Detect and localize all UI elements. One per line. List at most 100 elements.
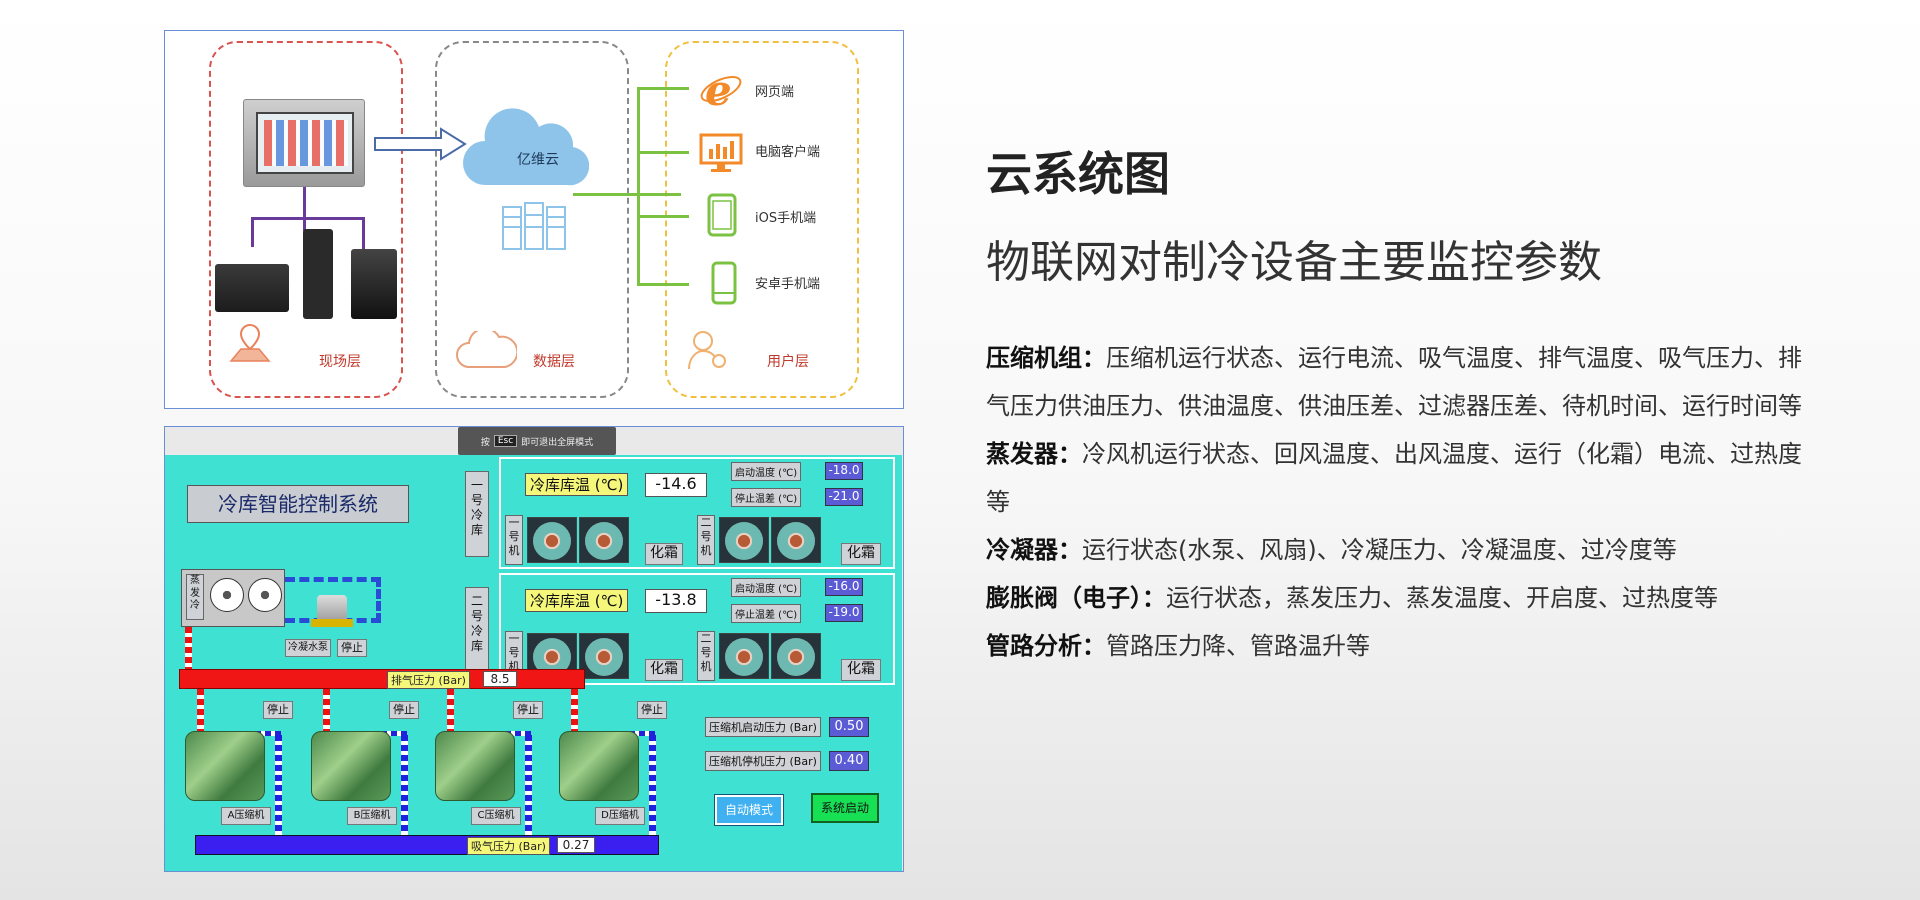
page-title: 云系统图 [986,147,1170,201]
user-layer-label: 用户层 [767,354,809,370]
param-text: 运行状态(水泵、风扇)、冷凝压力、冷凝温度、过冷度等 [1082,536,1677,564]
page-subtitle: 物联网对制冷设备主要监控参数 [986,237,1602,288]
suction-pressure-value: 0.27 [557,837,595,853]
param-text: 冷风机运行状态、回风温度、出风温度、运行（化霜）电流、过热度等 [986,440,1802,516]
compressor-stop-pressure-label: 压缩机停机压力 (Bar) [705,751,821,771]
compressor-a-stop-button[interactable]: 停止 [263,701,293,719]
connection-line [303,187,306,219]
discharge-header [179,669,585,689]
room-2-unit-2-label: 二号机 [697,631,715,681]
connection-line [303,217,306,231]
room-2-unit-2-text: 二号机 [700,632,712,673]
compressor-c-stop-button[interactable]: 停止 [513,701,543,719]
room-1-unit-2-text: 二号机 [700,516,712,557]
hmi-panel-image [243,99,365,187]
compressor-b [311,731,391,801]
compressor-c-label: C压缩机 [471,807,521,825]
connection-line [637,87,640,285]
cloud-outline-icon [456,331,517,368]
room-2-defrost-1-button[interactable]: 化霜 [645,659,683,681]
evaporative-condenser: 蒸发冷 [181,569,285,627]
map-pin-icon [229,323,271,362]
room-2-unit-1-text: 一号机 [508,632,520,673]
system-start-button[interactable]: 系统启动 [811,793,879,823]
auto-mode-button[interactable]: 自动模式 [715,795,783,825]
room-1-zone: 冷库库温 (℃) -14.6 启动温度 (℃) -18.0 停止温差 (℃) -… [499,457,895,569]
data-layer-box [435,41,629,398]
room-1-start-temp-label: 启动温度 (℃) [731,462,802,481]
param-heading: 压缩机组： [986,344,1106,372]
room-2-start-temp-value: -16.0 [825,578,863,596]
user-layer-box [665,41,859,398]
compressor-d-label: D压缩机 [595,807,645,825]
room-1-start-temp-value: -18.0 [825,462,863,480]
compressor-b-stop-button[interactable]: 停止 [389,701,419,719]
param-item-pipeline: 管路分析：管路压力降、管路温升等 [986,622,1806,670]
discharge-pressure-value: 8.5 [483,671,517,687]
param-text: 管路压力降、管路温升等 [1106,632,1370,660]
suction-pipe [629,731,655,736]
field-layer-box [209,41,403,398]
connection-line [573,193,681,196]
room-2-unit-1-label: 一号机 [505,631,523,681]
android-phone-icon [711,261,737,305]
room-2-defrost-2-button[interactable]: 化霜 [841,659,881,681]
room-2-temp-value: -13.8 [645,589,707,613]
evaporator-fan [579,633,629,679]
user-settings-icon [688,331,726,370]
param-item-expansion-valve: 膨胀阀（电子）：运行状态，蒸发压力、蒸发温度、开启度、过热度等 [986,574,1806,622]
room-1-temp-label: 冷库库温 (℃) [525,473,629,496]
monitoring-parameters-list: 压缩机组：压缩机运行状态、运行电流、吸气温度、排气温度、吸气压力、排气压力供油压… [986,334,1806,670]
tablet-icon [707,193,737,237]
inverter-image [351,249,397,319]
condenser-label-text: 蒸发冷 [190,575,200,611]
condenser-fan-icon [248,578,282,612]
suction-pipe [525,735,532,835]
room-2-name: 二号冷库 [470,594,483,653]
room-1-defrost-2-button[interactable]: 化霜 [841,543,881,565]
param-text: 压缩机运行状态、运行电流、吸气温度、排气温度、吸气压力、排气压力供油压力、供油温… [986,344,1802,420]
param-heading: 管路分析： [986,632,1106,660]
pump-stop-button[interactable]: 停止 [337,639,367,657]
client-label-android: 安卓手机端 [755,277,821,292]
servo-drive-image [303,229,333,319]
compressor-d-stop-button[interactable]: 停止 [637,701,667,719]
svg-text:e: e [705,67,732,111]
discharge-pipe [185,627,192,669]
compressor-a-label: A压缩机 [221,807,271,825]
arrow-right-icon [374,127,467,161]
evaporator-fan [719,633,769,679]
compressor-c [435,731,515,801]
room-1-stop-diff-value: -21.0 [825,488,863,506]
cloud-system-diagram: 现场层 亿维云 数据层 e [164,30,904,409]
connection-line [637,283,689,286]
cloud-icon [463,108,589,186]
client-label-desktop: 电脑客户端 [755,145,821,160]
suction-pressure-label: 吸气压力 (Bar) [467,837,550,855]
discharge-pipe [447,689,454,741]
esc-hint-prefix: 按 [480,437,490,448]
hmi-screen: 冷库智能控制系统 一号冷库 二号冷库 冷库库温 (℃) -14.6 启动温度 (… [165,455,902,871]
param-heading: 膨胀阀（电子）： [986,584,1166,612]
evaporator-fan [771,517,821,563]
room-1-defrost-1-button[interactable]: 化霜 [645,543,683,565]
room-2-stop-diff-label: 停止温差 (℃) [731,604,802,623]
suction-pipe [649,735,656,835]
room-1-temp-value: -14.6 [645,473,707,497]
ie-browser-icon: e [700,67,742,111]
evaporator-fan [771,633,821,679]
param-heading: 冷凝器： [986,536,1082,564]
evaporator-fan [579,517,629,563]
compressor-start-pressure-value: 0.50 [829,717,869,737]
evaporator-fan [719,517,769,563]
connection-line [251,217,365,220]
suction-pipe [275,735,282,835]
discharge-pipe [323,689,330,741]
esc-key: Esc [493,435,518,447]
param-text: 运行状态，蒸发压力、蒸发温度、开启度、过热度等 [1166,584,1718,612]
suction-pipe [505,731,531,736]
connection-line [362,217,365,249]
room-2-zone: 冷库库温 (℃) -13.8 启动温度 (℃) -16.0 停止温差 (℃) -… [499,573,895,685]
room-2-temp-label: 冷库库温 (℃) [525,589,629,612]
compressor-d [559,731,639,801]
